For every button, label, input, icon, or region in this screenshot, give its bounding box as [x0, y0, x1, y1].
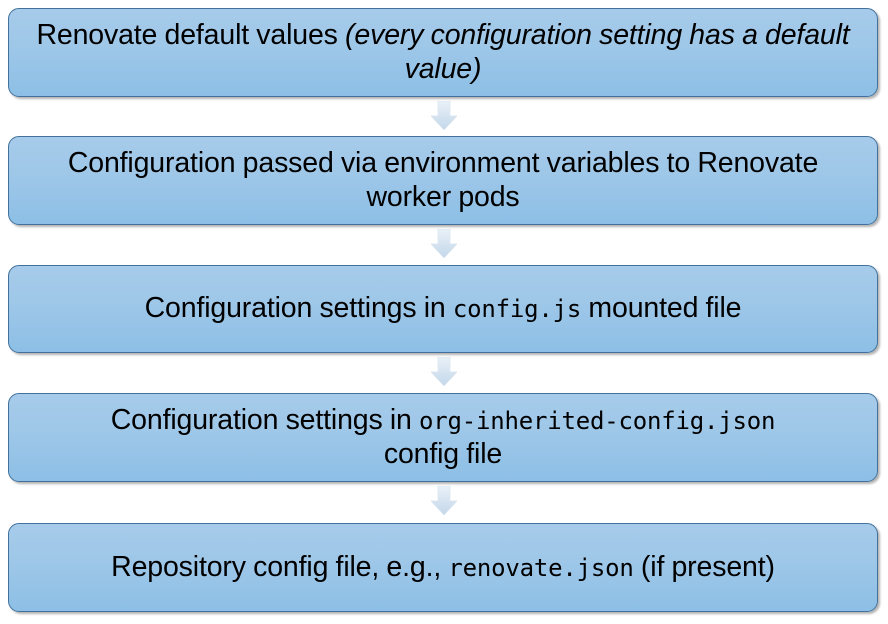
flow-node-renovate-default-values: Renovate default values (every configura…	[8, 8, 878, 97]
arrow-down-icon	[431, 101, 457, 130]
flow-node-label: Renovate default values (every configura…	[36, 18, 850, 85]
flow-node-label: Repository config file, e.g., renovate.j…	[111, 550, 775, 583]
arrow-down-icon	[431, 486, 457, 515]
arrow-down-icon	[431, 357, 457, 386]
flow-node-env-variables: Configuration passed via environment var…	[8, 136, 878, 225]
flow-node-org-inherited-config: Configuration settings in org-inherited-…	[8, 393, 878, 482]
flow-node-label: Configuration passed via environment var…	[67, 146, 819, 213]
flow-node-repository-config-file: Repository config file, e.g., renovate.j…	[8, 523, 878, 612]
flow-node-config-js-mounted-file: Configuration settings in config.js moun…	[8, 265, 878, 353]
flow-node-label: Configuration settings in org-inherited-…	[110, 403, 776, 470]
flow-node-label: Configuration settings in config.js moun…	[144, 292, 742, 325]
arrow-down-icon	[431, 229, 457, 258]
